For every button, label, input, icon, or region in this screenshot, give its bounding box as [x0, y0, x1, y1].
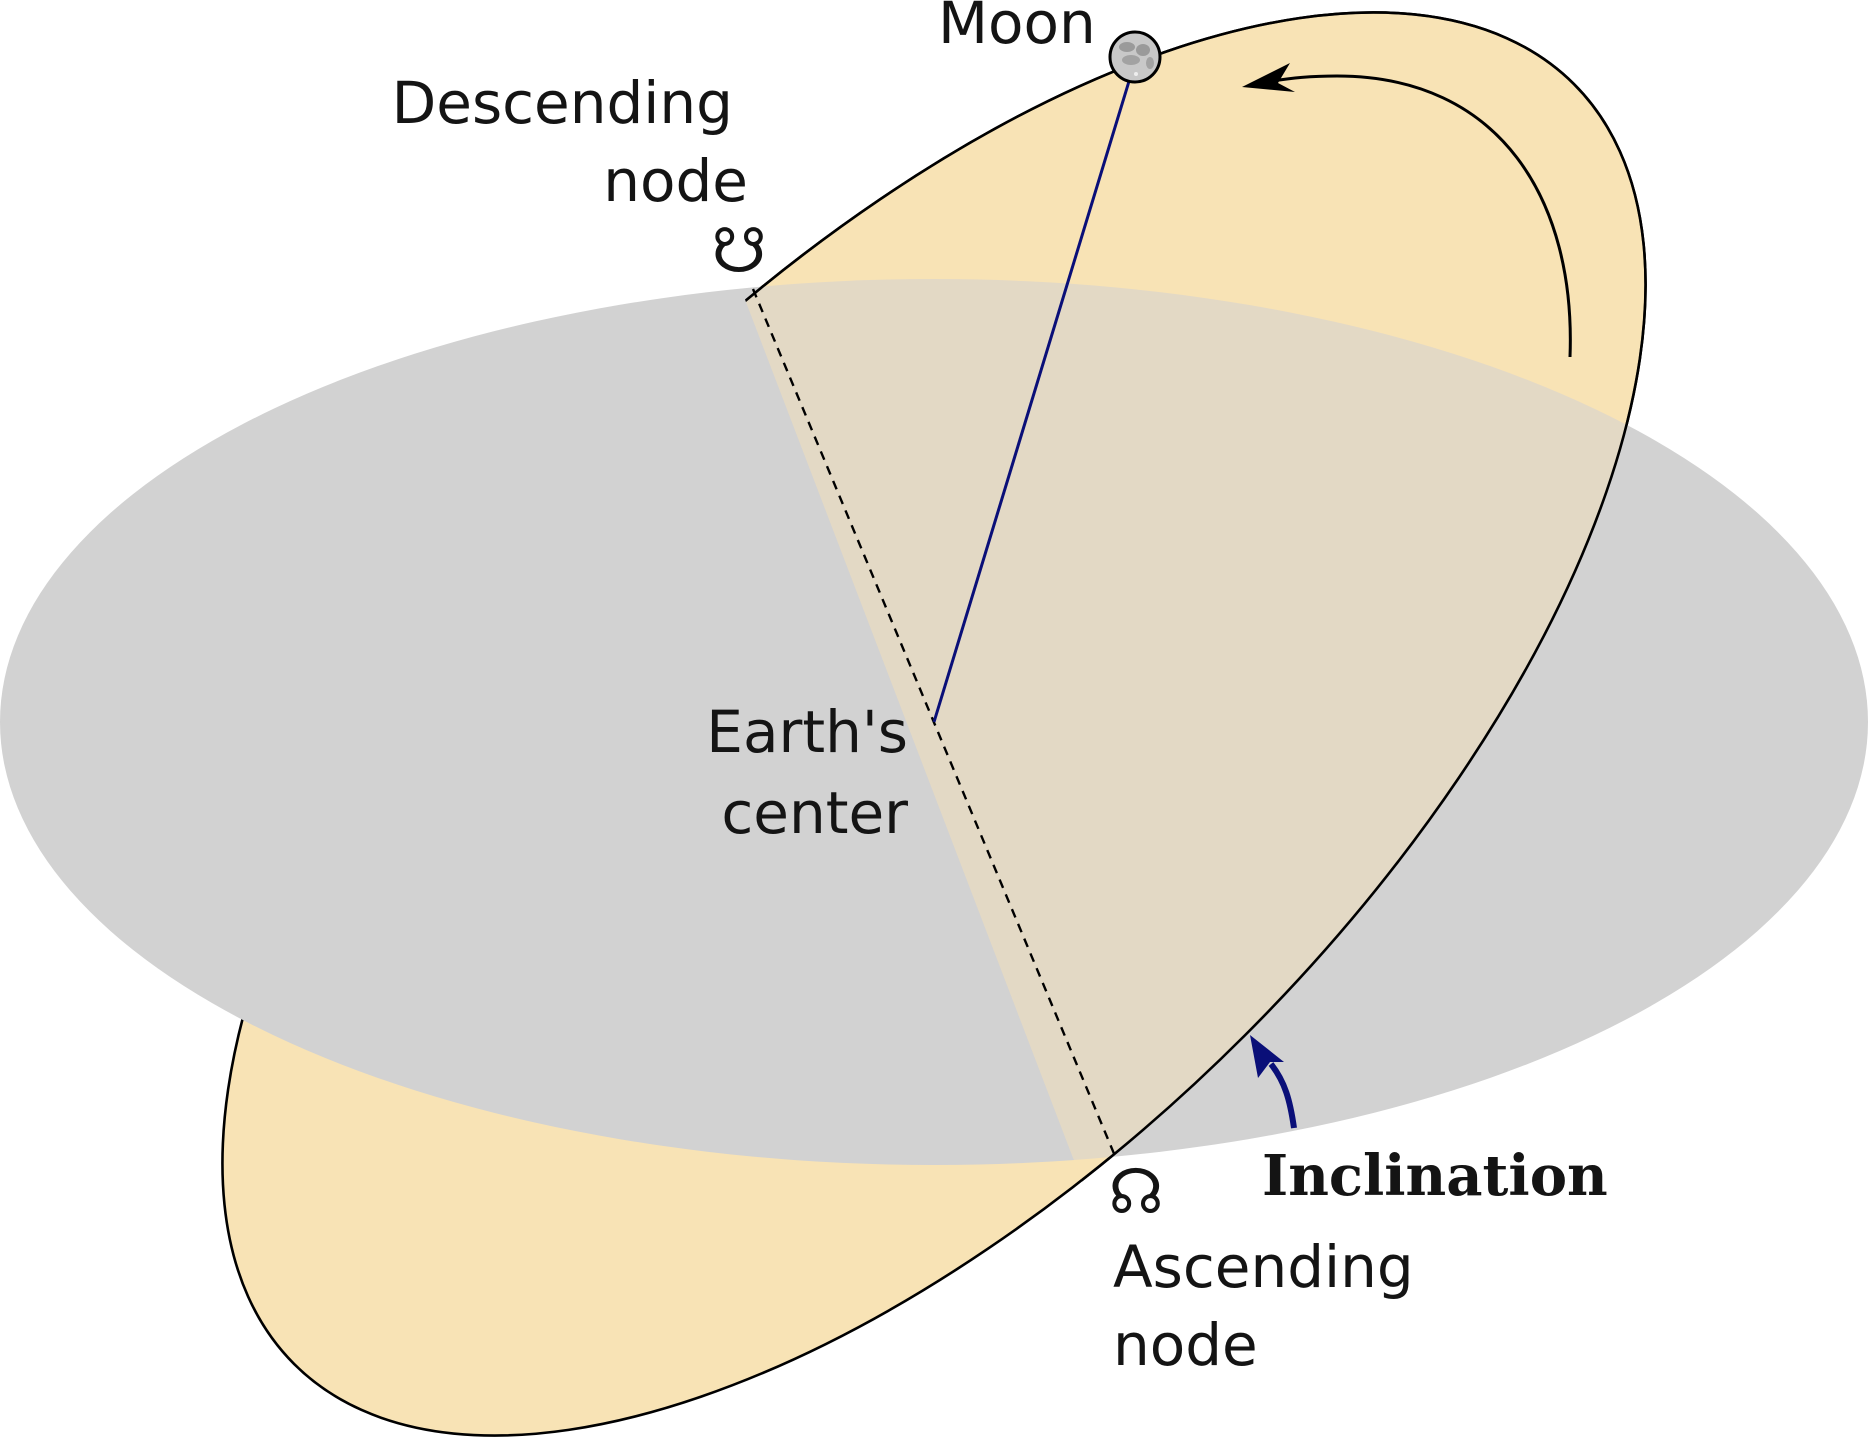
ascending-node-symbol-icon: ☊: [1108, 1155, 1163, 1228]
ascending-node-label-line1: Ascending: [1113, 1233, 1414, 1301]
inclination-arrow: [1250, 1035, 1297, 1129]
descending-node-symbol-icon: ☋: [711, 214, 766, 287]
moon-label: Moon: [938, 0, 1096, 57]
inclination-label: Inclination: [1262, 1143, 1608, 1209]
orbit-direction-arrow: [1242, 63, 1572, 358]
ascending-node-label-line2: node: [1113, 1311, 1258, 1379]
line-of-nodes: [751, 288, 1117, 1157]
descending-node-label-line2: node: [603, 147, 748, 215]
moon-icon: [1108, 30, 1162, 84]
earth-center-label-line2: center: [721, 779, 908, 847]
earth-center-label-line1: Earth's: [706, 698, 908, 766]
moon-radius-line: [932, 77, 1132, 723]
descending-node-label-line1: Descending: [392, 69, 733, 137]
